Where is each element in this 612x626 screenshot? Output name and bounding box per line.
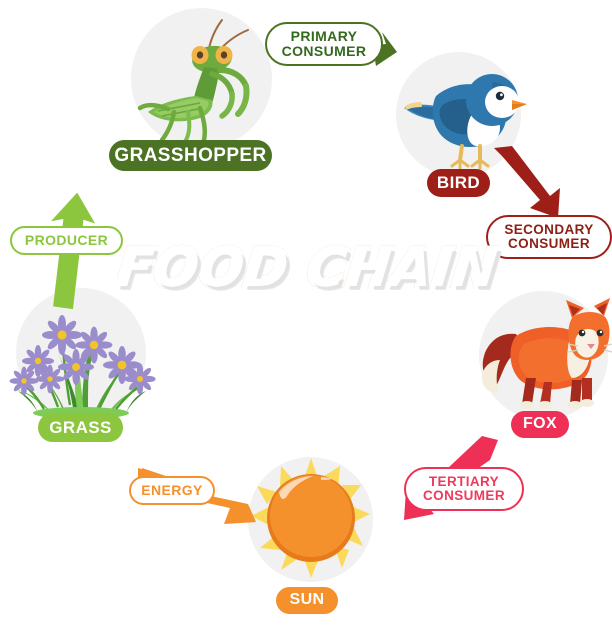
grass-label-pill: GRASS — [38, 413, 123, 442]
tertiary-consumer-pill: TERTIARY CONSUMER — [404, 467, 524, 511]
fox-icon — [482, 298, 612, 409]
grass-flowers-icon — [9, 315, 156, 419]
energy-pill: ENERGY — [129, 476, 215, 505]
producer-label: PRODUCER — [24, 232, 109, 249]
primary-consumer-label: PRIMARY CONSUMER — [281, 28, 367, 59]
sun-label: SUN — [289, 591, 325, 609]
blue-bird-icon — [404, 74, 527, 170]
page-title-text: FOOD CHAIN — [112, 237, 503, 302]
primary-consumer-pill: PRIMARY CONSUMER — [265, 22, 383, 66]
bird-label: BIRD — [436, 173, 481, 193]
page-title: FOOD CHAIN — [112, 233, 503, 305]
sun-label-pill: SUN — [276, 587, 338, 614]
grasshopper-label-pill: GRASSHOPPER — [109, 140, 272, 171]
energy-label: ENERGY — [141, 482, 203, 499]
grasshopper-label: GRASSHOPPER — [114, 144, 267, 166]
tertiary-consumer-label: TERTIARY CONSUMER — [423, 473, 505, 503]
praying-mantis-icon — [137, 19, 250, 143]
secondary-consumer-label: SECONDARY CONSUMER — [504, 221, 594, 251]
fox-label-pill: FOX — [511, 411, 569, 438]
grass-label: GRASS — [49, 417, 112, 437]
producer-pill: PRODUCER — [10, 226, 123, 255]
secondary-consumer-arrow — [494, 146, 560, 218]
secondary-consumer-pill: SECONDARY CONSUMER — [486, 215, 612, 259]
bird-label-pill: BIRD — [427, 169, 490, 197]
fox-label: FOX — [522, 415, 558, 433]
sun-icon — [251, 458, 370, 578]
